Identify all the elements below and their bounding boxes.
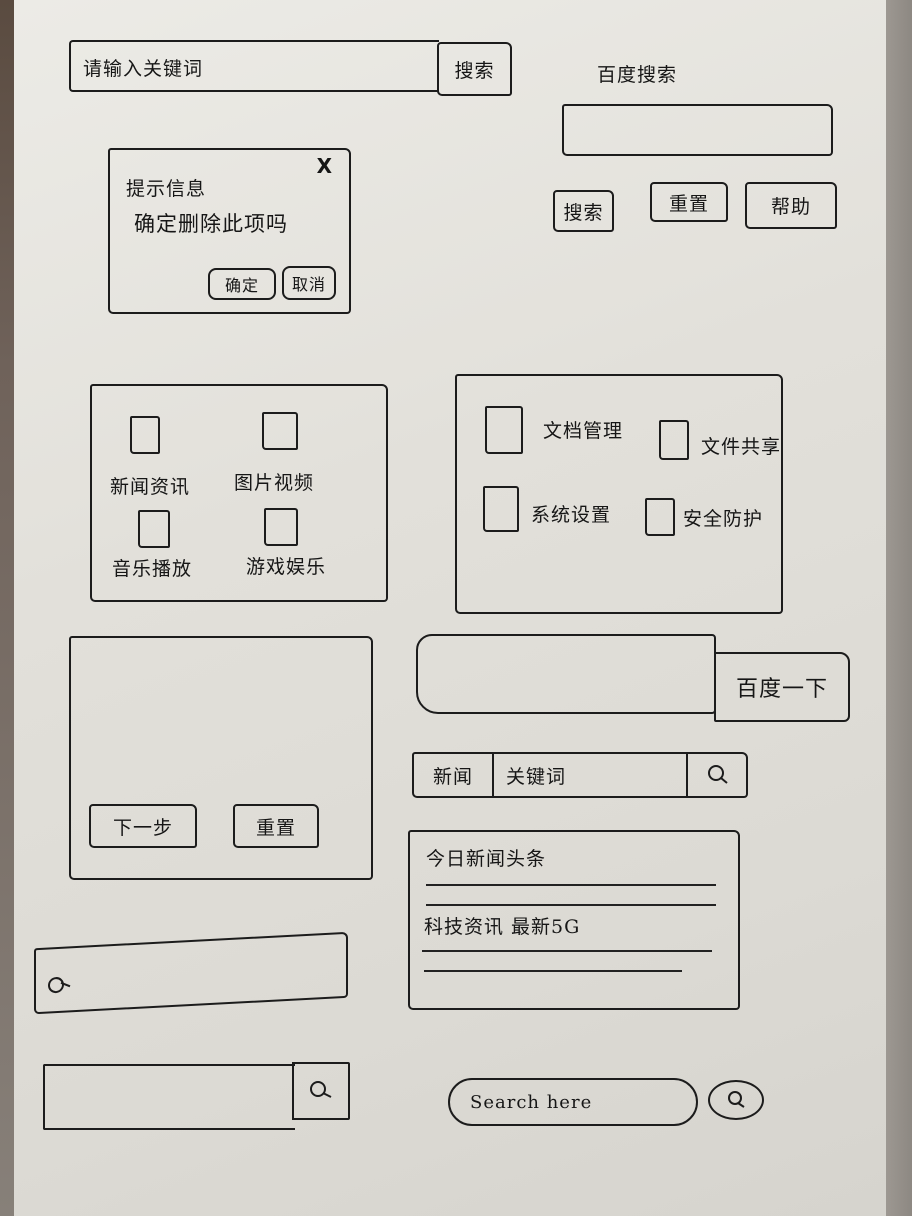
pill-search-placeholder: Search here bbox=[470, 1091, 593, 1113]
result-item[interactable]: 今日新闻头条 bbox=[426, 844, 546, 871]
category-search-button[interactable] bbox=[686, 754, 748, 796]
category-search-input[interactable]: 关键词 bbox=[494, 754, 688, 796]
search-icon bbox=[706, 763, 730, 787]
panel-reset-button[interactable]: 重置 bbox=[233, 804, 319, 848]
checkbox-panel-left: 新闻资讯 图片视频 音乐播放 游戏娱乐 bbox=[90, 384, 388, 602]
confirm-dialog: X 提示信息 确定删除此项吗 确定 取消 bbox=[108, 148, 351, 314]
checkbox-1[interactable] bbox=[130, 416, 160, 454]
checkbox-4[interactable] bbox=[264, 508, 298, 546]
form-help-button[interactable]: 帮助 bbox=[745, 182, 837, 229]
dialog-title: 提示信息 bbox=[126, 178, 207, 200]
form-reset-button-label: 重置 bbox=[668, 192, 709, 215]
result-item-title: 科技资讯 最新5G bbox=[424, 916, 581, 938]
checkbox-4-label: 游戏娱乐 bbox=[246, 556, 327, 578]
checkbox-7[interactable] bbox=[483, 486, 519, 532]
search-icon bbox=[46, 972, 74, 997]
next-step-button[interactable]: 下一步 bbox=[89, 804, 197, 848]
form-search-button-label: 搜索 bbox=[563, 201, 604, 224]
checkbox-1-label: 新闻资讯 bbox=[110, 476, 191, 498]
dialog-cancel-label: 取消 bbox=[291, 275, 326, 294]
search-placeholder: 请输入关键词 bbox=[83, 58, 204, 80]
checkbox-7-label: 系统设置 bbox=[531, 504, 612, 526]
checkbox-8[interactable] bbox=[645, 498, 675, 536]
search-input-bottom[interactable] bbox=[43, 1064, 295, 1130]
next-step-label: 下一步 bbox=[112, 816, 173, 839]
form-text-input[interactable] bbox=[562, 104, 833, 156]
category-search-bar: 新闻 关键词 bbox=[412, 752, 748, 798]
result-item-title: 今日新闻头条 bbox=[426, 848, 547, 870]
background-edge-left bbox=[0, 0, 16, 1216]
search-button[interactable]: 搜索 bbox=[437, 42, 512, 96]
checkbox-3[interactable] bbox=[138, 510, 170, 548]
search-button-bottom[interactable] bbox=[292, 1062, 350, 1120]
dialog-confirm-label: 确定 bbox=[224, 276, 259, 295]
form-reset-button[interactable]: 重置 bbox=[650, 182, 728, 222]
panel-reset-label: 重置 bbox=[255, 816, 296, 839]
checkbox-5-label: 文档管理 bbox=[543, 420, 624, 442]
category-label: 新闻 bbox=[432, 765, 473, 788]
search-button-label: 搜索 bbox=[454, 59, 495, 82]
form-search-button[interactable]: 搜索 bbox=[553, 190, 614, 232]
result-line-placeholder bbox=[422, 950, 712, 952]
checkbox-3-label: 音乐播放 bbox=[112, 558, 193, 580]
result-line-placeholder bbox=[426, 904, 716, 906]
category-search-value: 关键词 bbox=[506, 765, 567, 788]
dialog-message: 确定删除此项吗 bbox=[134, 212, 288, 236]
pill-search-input[interactable]: Search here bbox=[448, 1078, 698, 1126]
baidu-search-button[interactable]: 百度一下 bbox=[714, 652, 850, 722]
result-item[interactable]: 科技资讯 最新5G bbox=[424, 912, 580, 939]
paper-sheet bbox=[14, 0, 886, 1216]
checkbox-2[interactable] bbox=[262, 412, 298, 450]
search-icon bbox=[307, 1077, 335, 1105]
checkbox-8-label: 安全防护 bbox=[683, 508, 764, 530]
form-help-button-label: 帮助 bbox=[770, 196, 811, 218]
checkbox-6-label: 文件共享 bbox=[701, 436, 782, 458]
baidu-search-label: 百度一下 bbox=[735, 677, 828, 702]
result-line-placeholder bbox=[424, 970, 682, 972]
pill-search-button[interactable] bbox=[708, 1080, 764, 1120]
checkbox-2-label: 图片视频 bbox=[234, 472, 315, 494]
background-edge-right bbox=[886, 0, 912, 1216]
search-bar-icon-left[interactable] bbox=[34, 931, 348, 1015]
form-title: 百度搜索 bbox=[597, 64, 678, 86]
search-results-list: 今日新闻头条 科技资讯 最新5G bbox=[408, 830, 740, 1010]
dialog-cancel-button[interactable]: 取消 bbox=[282, 266, 336, 300]
checkbox-6[interactable] bbox=[659, 420, 689, 460]
search-input[interactable]: 请输入关键词 bbox=[69, 40, 439, 92]
checkbox-5[interactable] bbox=[485, 406, 523, 454]
form-panel: 下一步 重置 bbox=[69, 636, 373, 880]
search-icon bbox=[724, 1088, 748, 1112]
checkbox-panel-right: 文档管理 文件共享 系统设置 安全防护 bbox=[455, 374, 783, 614]
baidu-search-input[interactable] bbox=[416, 634, 716, 714]
dialog-confirm-button[interactable]: 确定 bbox=[208, 268, 276, 300]
category-dropdown[interactable]: 新闻 bbox=[414, 754, 494, 796]
result-line-placeholder bbox=[426, 884, 716, 886]
close-icon[interactable]: X bbox=[316, 154, 333, 178]
